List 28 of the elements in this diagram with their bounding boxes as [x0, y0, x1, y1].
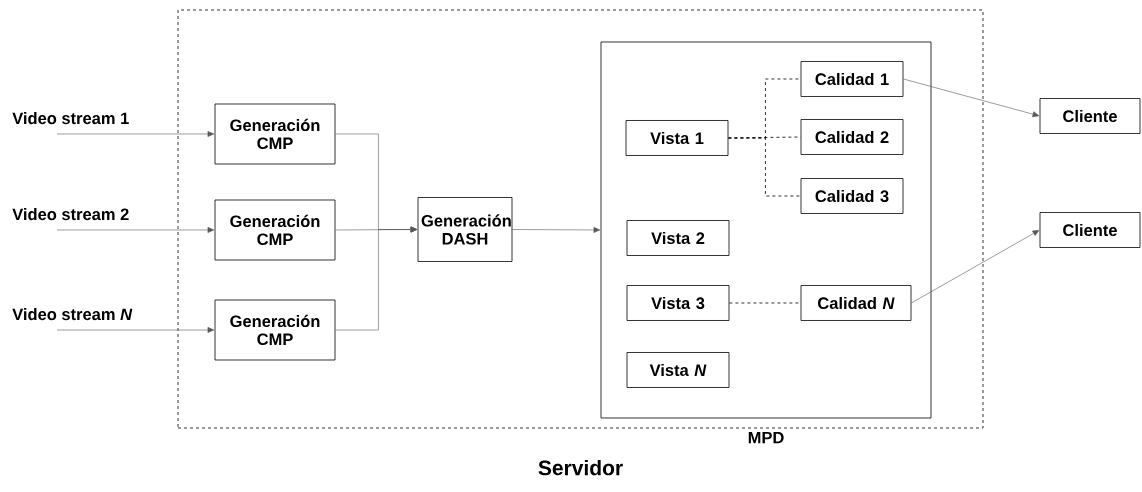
process-box: Vista 2 — [626, 220, 730, 256]
arrow — [903, 78, 1040, 118]
node-label: Servidor — [538, 459, 623, 476]
arrow — [335, 226, 418, 331]
process-box: Cliente — [1039, 98, 1141, 134]
arrow — [512, 227, 601, 233]
process-box: Calidad 2 — [800, 119, 904, 155]
process-box: Generación CMP — [214, 299, 336, 361]
input-label: Video stream 1 — [12, 112, 129, 125]
process-box: Calidad 3 — [800, 178, 904, 214]
process-box: Vista 3 — [626, 285, 730, 321]
process-box: Generación DASH — [417, 197, 513, 262]
arrow — [207, 227, 215, 233]
connector — [729, 302, 801, 304]
input-label: Video stream 2 — [12, 208, 129, 221]
process-box: Generación CMP — [214, 103, 336, 165]
connector — [728, 137, 801, 197]
process-box: Vista N — [626, 352, 730, 388]
process-box: Cliente — [1039, 212, 1141, 248]
process-box: Generación CMP — [214, 199, 336, 261]
arrow — [207, 327, 215, 333]
input-label: Video stream N — [12, 308, 133, 321]
arrow — [207, 131, 215, 137]
process-box: Calidad N — [800, 285, 912, 321]
process-box: Vista 1 — [625, 120, 729, 156]
process-box: Calidad 1 — [800, 61, 904, 97]
arrow — [911, 230, 1040, 304]
node-label: MPD — [748, 431, 784, 444]
